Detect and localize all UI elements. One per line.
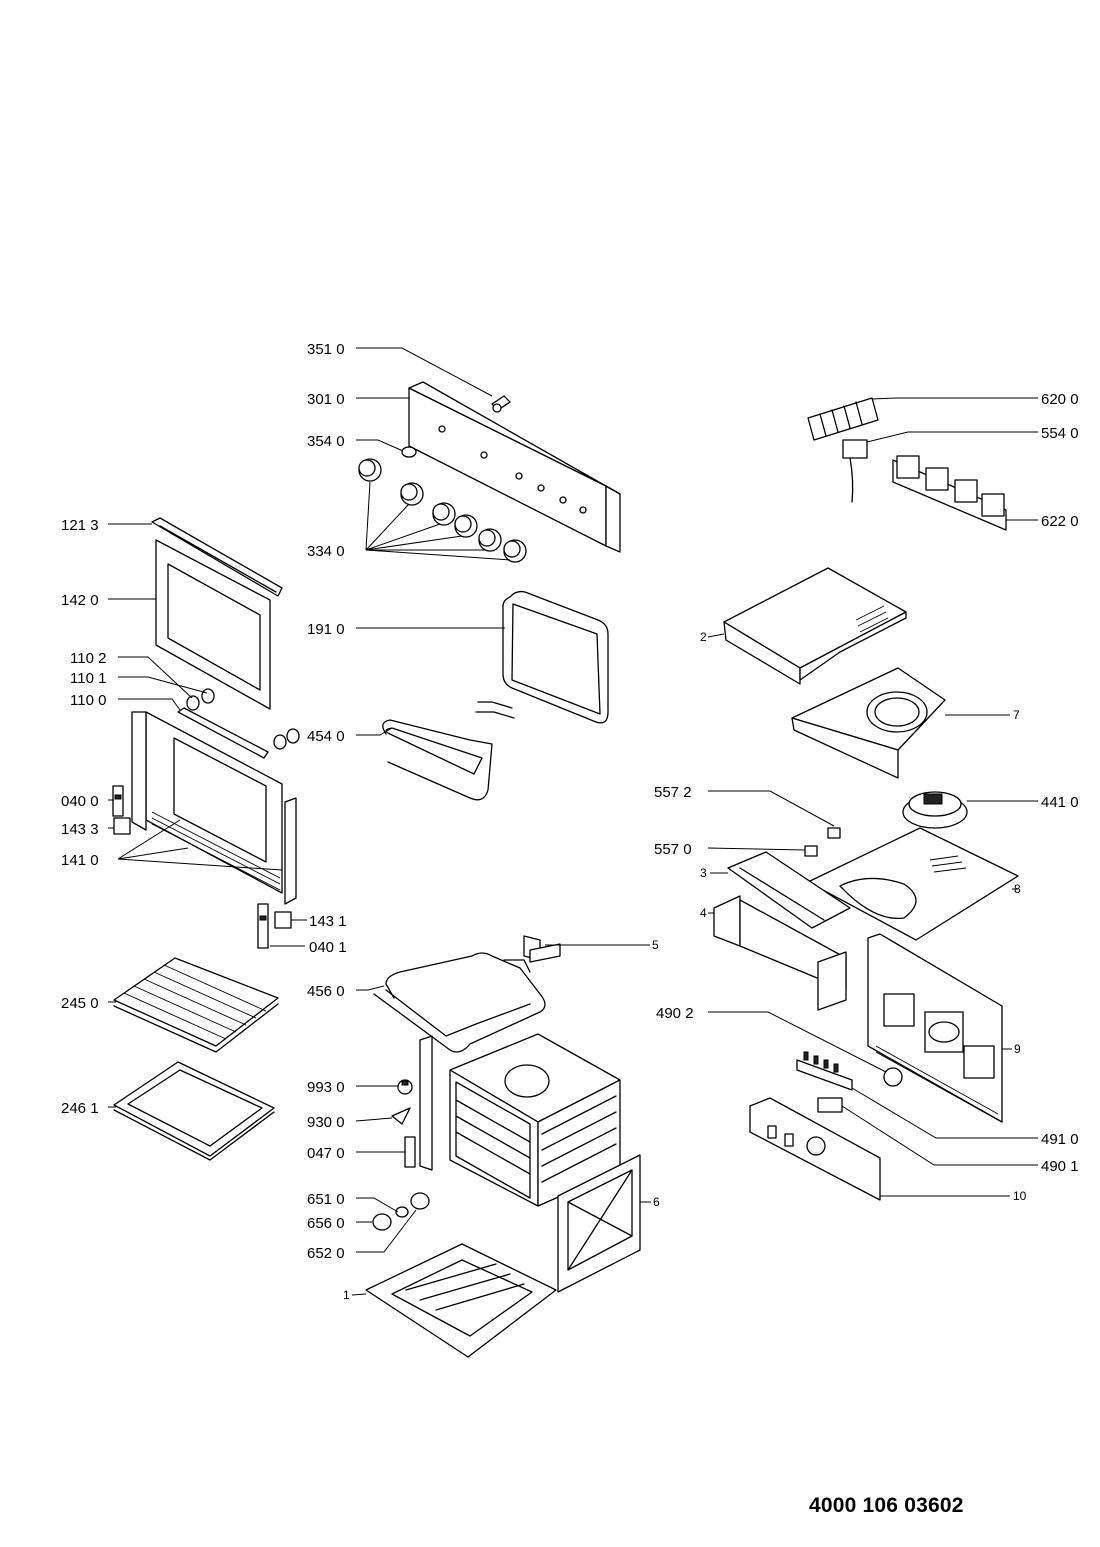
- oven-side-panel-part: [557, 1154, 641, 1293]
- control-panel-part: [408, 381, 621, 553]
- air-duct-top-part: [727, 851, 851, 929]
- lower-heater-part: [373, 952, 546, 1053]
- hinge-bracket-left-part: [113, 817, 131, 835]
- switch-assembly-part: [892, 455, 1007, 531]
- callout-930-0: 930 0: [307, 1114, 345, 1131]
- callout-5: 5: [652, 938, 659, 952]
- callout-246-1: 246 1: [61, 1100, 99, 1117]
- callout-047-0: 047 0: [307, 1145, 345, 1162]
- inner-door-glass-part: [131, 711, 283, 894]
- callout-622-0: 622 0: [1041, 513, 1079, 530]
- knob-part: [883, 1067, 903, 1087]
- callout-651-0: 651 0: [307, 1191, 345, 1208]
- callout-8: 8: [1014, 882, 1021, 896]
- door-seal-part: [502, 590, 609, 724]
- callout-110-2: 110 2: [70, 650, 106, 667]
- callout-656-0: 656 0: [307, 1215, 345, 1232]
- callout-110-1: 110 1: [70, 670, 106, 687]
- callout-351-0: 351 0: [307, 341, 345, 358]
- callout-441-0: 441 0: [1041, 794, 1079, 811]
- callout-490-1: 490 1: [1041, 1158, 1079, 1175]
- document-number: 4000 106 03602: [809, 1494, 964, 1517]
- callout-456-0: 456 0: [307, 983, 345, 1000]
- callout-652-0: 652 0: [307, 1245, 345, 1262]
- callout-121-3: 121 3: [61, 517, 99, 534]
- callout-142-0: 142 0: [61, 592, 99, 609]
- terminal-block-part: [807, 397, 879, 441]
- fan-bracket-part: [817, 1097, 843, 1113]
- fan-shroud-part: [791, 667, 946, 779]
- callout-110-0: 110 0: [70, 692, 106, 709]
- thermal-cutout-part: [804, 827, 841, 857]
- door-profile-part: [177, 707, 269, 759]
- callout-354-0: 354 0: [307, 433, 345, 450]
- fan-motor-part: [902, 791, 968, 829]
- callout-454-0: 454 0: [307, 728, 345, 745]
- outer-door-glass-part: [155, 539, 271, 710]
- callout-1: 1: [343, 1288, 350, 1302]
- rear-wall-part: [807, 827, 1019, 941]
- callout-557-2: 557 2: [654, 784, 692, 801]
- callout-554-0: 554 0: [1041, 425, 1079, 442]
- callout-620-0: 620 0: [1041, 391, 1079, 408]
- callout-557-0: 557 0: [654, 841, 692, 858]
- lamp-holder-part: [395, 1206, 409, 1218]
- callout-490-2: 490 2: [656, 1005, 694, 1022]
- door-side-rail-part: [284, 797, 297, 905]
- oven-cavity-part: [419, 1033, 621, 1207]
- door-top-profile-part: [151, 517, 283, 597]
- callout-993-0: 993 0: [307, 1079, 345, 1096]
- knob-small-part: [491, 395, 511, 413]
- thermostat-part: [842, 439, 868, 503]
- callout-4: 4: [700, 906, 707, 920]
- callout-6: 6: [653, 1195, 660, 1209]
- base-plate-part: [749, 1097, 881, 1201]
- hinge-right-part: [257, 903, 269, 949]
- baking-tray-part: [113, 1061, 275, 1161]
- callout-040-0: 040 0: [61, 793, 99, 810]
- callout-2: 2: [700, 630, 707, 644]
- callout-040-1: 040 1: [309, 939, 347, 956]
- part-labels: 351 0 301 0 354 0 334 0 191 0 454 0 456 …: [61, 341, 1079, 1302]
- air-duct-bottom-part: [713, 895, 847, 1011]
- wire-rack-part: [113, 957, 279, 1053]
- lamp-bulb-part: [372, 1213, 392, 1231]
- heater-bracket-part: [523, 935, 561, 963]
- callout-141-0: 141 0: [61, 852, 99, 869]
- callout-334-0: 334 0: [307, 543, 345, 560]
- oven-bottom-part: [365, 1243, 557, 1358]
- top-cover-part: [723, 567, 907, 685]
- callout-491-0: 491 0: [1041, 1131, 1079, 1148]
- callout-3: 3: [700, 866, 707, 880]
- leader-lines: [108, 347, 1038, 1296]
- lamp-switch-block-part: [796, 1051, 853, 1091]
- callout-143-1: 143 1: [309, 913, 347, 930]
- button-part: [401, 446, 417, 458]
- callout-7: 7: [1013, 708, 1020, 722]
- callout-301-0: 301 0: [307, 391, 345, 408]
- control-knobs-part: [358, 458, 527, 563]
- callout-191-0: 191 0: [307, 621, 345, 638]
- top-heater-part: [382, 701, 515, 801]
- lamp-cover-part: [397, 1079, 413, 1095]
- clip-part: [391, 1107, 411, 1125]
- callout-10: 10: [1013, 1189, 1027, 1203]
- callout-9: 9: [1014, 1042, 1021, 1056]
- back-panel-part: [867, 933, 1003, 1123]
- callout-245-0: 245 0: [61, 995, 99, 1012]
- lamp-seal-part: [410, 1192, 430, 1210]
- door-switch-part: [404, 1136, 416, 1168]
- callout-143-3: 143 3: [61, 821, 99, 838]
- hinge-bracket-right-part: [274, 911, 292, 929]
- hinge-left-part: [112, 785, 124, 817]
